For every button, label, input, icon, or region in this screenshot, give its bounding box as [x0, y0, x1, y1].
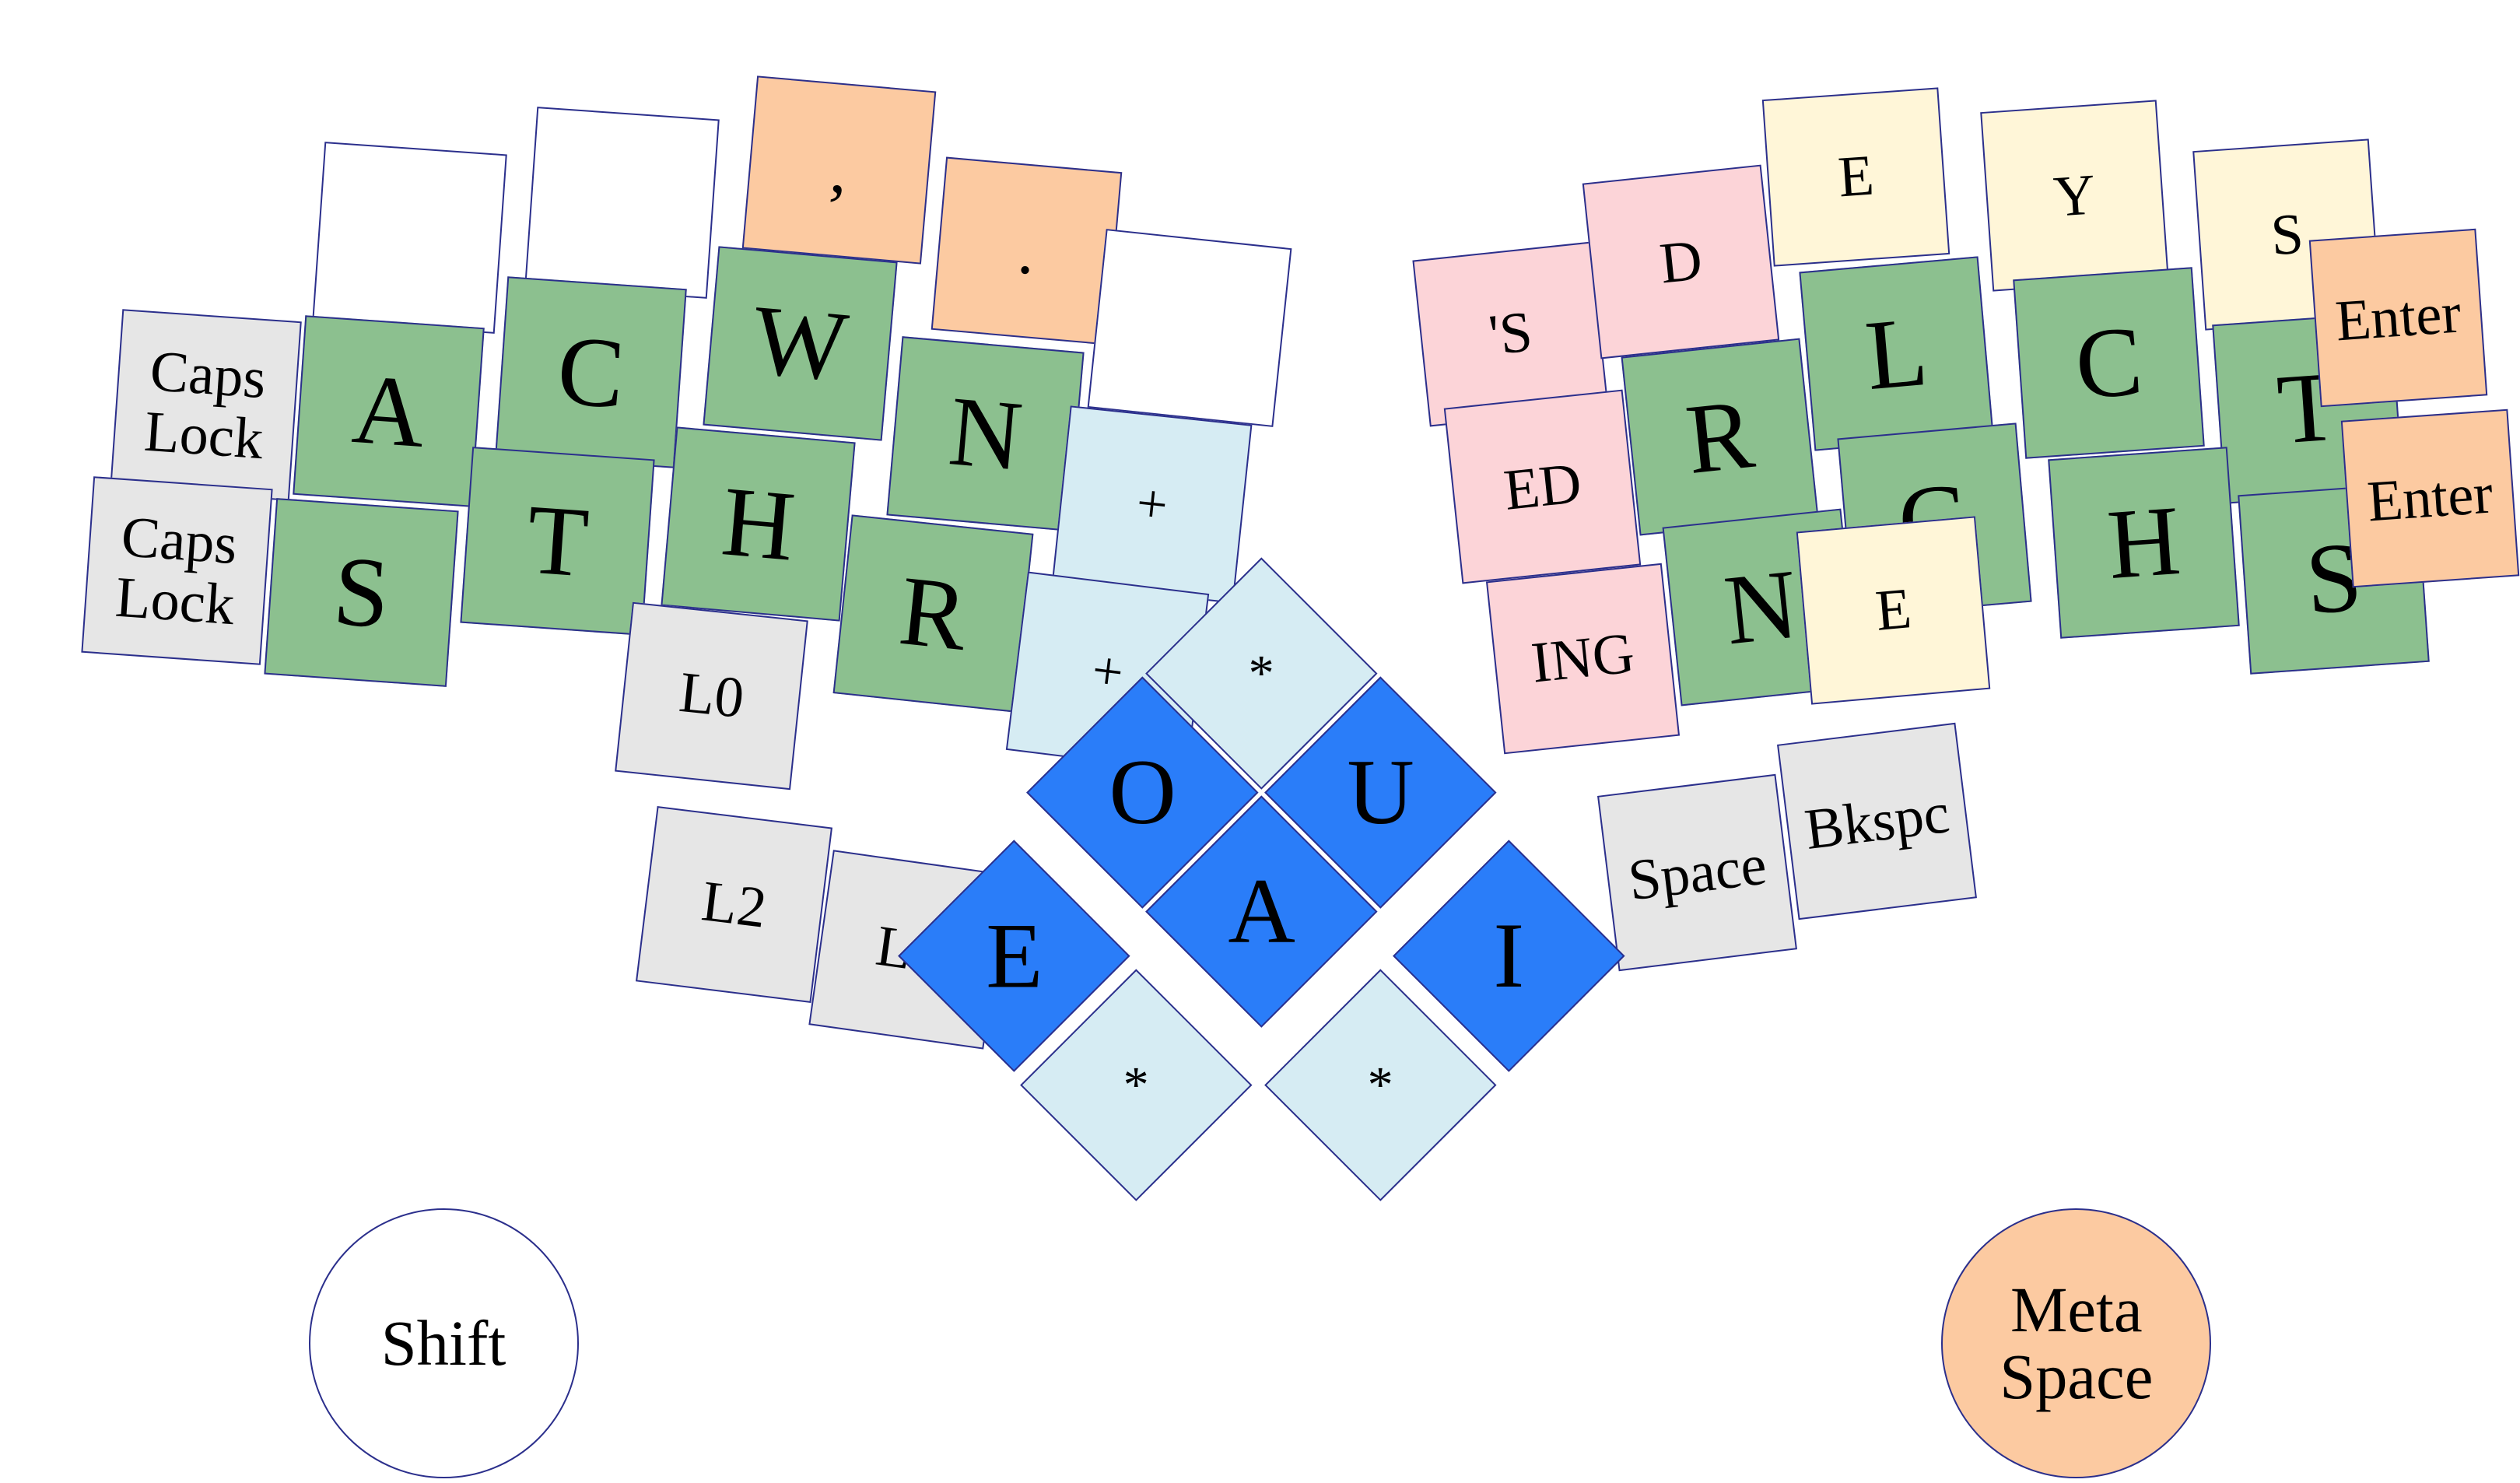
lh-l0-key[interactable]: L0 — [615, 601, 809, 790]
lh-top-5-key[interactable] — [1087, 228, 1292, 427]
rh-bkspc-key[interactable]: Bkspc — [1777, 722, 1978, 920]
lh-period-key[interactable]: . — [931, 156, 1123, 345]
lh-s-key[interactable]: S — [264, 498, 460, 688]
lh-l2-key[interactable]: L2 — [636, 806, 833, 1004]
center-star-left-label: * — [1123, 1056, 1149, 1113]
rh-e-bottom-key[interactable]: E — [1796, 516, 1991, 705]
rh-ing-key[interactable]: ING — [1486, 563, 1681, 755]
lh-caps-lock-1-key[interactable]: Caps Lock — [109, 308, 302, 501]
lh-top-1-key[interactable] — [312, 142, 508, 335]
lh-comma-key[interactable]: , — [741, 75, 937, 265]
lh-n-key[interactable]: N — [885, 336, 1085, 531]
center-u-label: U — [1347, 740, 1414, 844]
center-star-top-label: * — [1249, 644, 1275, 702]
lh-top-2-key[interactable] — [524, 106, 720, 299]
rh-h-key[interactable]: H — [2048, 447, 2241, 640]
meta-space-key[interactable]: Meta Space — [1941, 1208, 2212, 1478]
center-i-label: I — [1493, 903, 1525, 1008]
lh-c-key[interactable]: C — [495, 276, 688, 469]
center-e-label: E — [985, 903, 1043, 1008]
rh-y-key[interactable]: Y — [1980, 100, 2170, 293]
lh-plus-1-key[interactable]: + — [1051, 405, 1253, 604]
lh-w-key[interactable]: W — [703, 246, 899, 442]
center-star-right-label: * — [1367, 1056, 1393, 1113]
lh-a-key[interactable]: A — [293, 315, 485, 508]
shift-key[interactable]: Shift — [308, 1208, 579, 1478]
lh-r-key[interactable]: R — [832, 514, 1035, 713]
rh-ed-key[interactable]: ED — [1444, 389, 1642, 584]
rh-enter-1-key[interactable]: Enter — [2308, 229, 2487, 408]
rh-e-top-key[interactable]: E — [1762, 87, 1950, 267]
rh-r-key[interactable]: R — [1621, 338, 1819, 536]
lh-caps-lock-2-key[interactable]: Caps Lock — [80, 475, 273, 665]
lh-t-key[interactable]: T — [460, 447, 656, 636]
rh-l-key[interactable]: L — [1799, 256, 1994, 451]
rh-d-key[interactable]: D — [1582, 164, 1780, 359]
center-a-label: A — [1228, 858, 1295, 962]
rh-c-key[interactable]: C — [2012, 267, 2205, 460]
lh-h-key[interactable]: H — [661, 426, 857, 622]
center-o-label: O — [1109, 740, 1176, 844]
rh-enter-2-key[interactable]: Enter — [2340, 408, 2519, 587]
rh-space-key[interactable]: Space — [1596, 773, 1798, 972]
